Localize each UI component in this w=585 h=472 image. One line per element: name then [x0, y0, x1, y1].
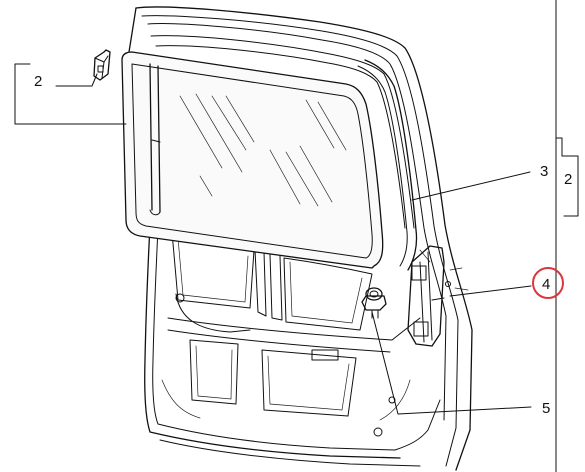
window-glass [121, 51, 384, 269]
callout-leaders [14, 0, 579, 472]
callout-label-5: 5 [542, 400, 550, 417]
window-seal-channel [357, 59, 418, 271]
highlight-circle [532, 267, 564, 299]
callout-label-4: 4 [542, 276, 550, 293]
callout-label-2-left: 2 [34, 73, 42, 90]
callout-label-3: 3 [540, 163, 548, 180]
window-regulator-bracket [407, 245, 445, 347]
glass-clip-part [93, 49, 111, 81]
door-frame [128, 6, 473, 471]
callout-label-2-right: 2 [564, 171, 572, 188]
inner-panel [161, 231, 469, 437]
